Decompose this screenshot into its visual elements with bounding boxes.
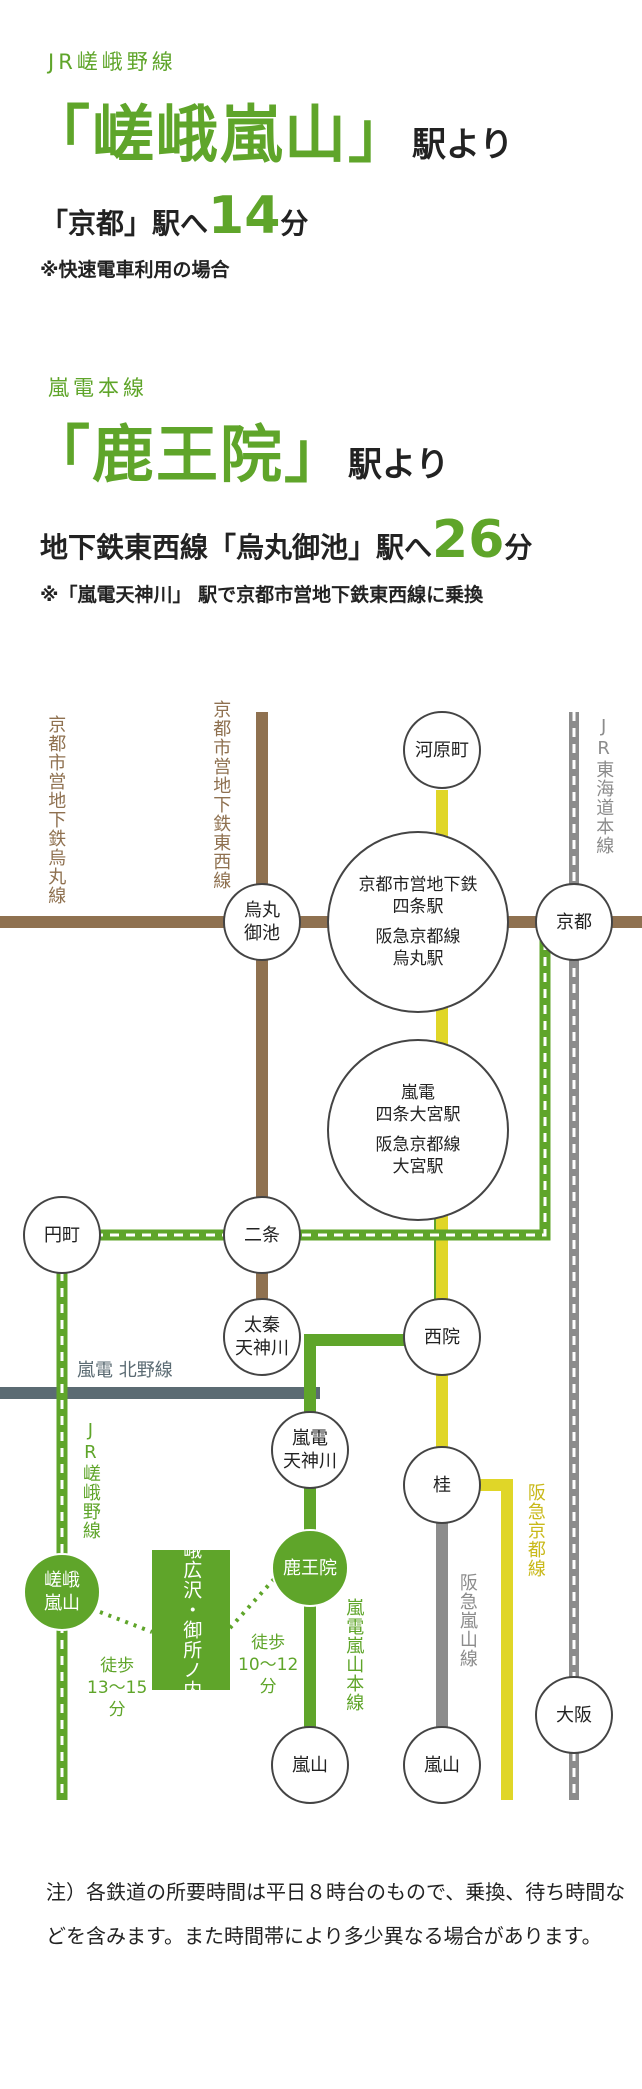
section1-destination: 「京都」駅へ14分 bbox=[40, 186, 308, 246]
station-kyoto-circle bbox=[535, 883, 613, 961]
station-kawaramachi-circle bbox=[403, 711, 481, 789]
section1-minutes-unit: 分 bbox=[280, 207, 309, 240]
station-katsura-label: 桂 bbox=[433, 1474, 451, 1496]
section1-suffix: 駅より bbox=[412, 125, 514, 165]
station-saga-arashiyama-circle bbox=[23, 1553, 101, 1631]
section1-heading: 「嵯峨嵐山」駅より bbox=[28, 84, 513, 174]
station-uzumasa-label: 太秦天神川 bbox=[235, 1314, 289, 1359]
line-label-karasuma: 京都市営地下鉄烏丸線 bbox=[45, 715, 67, 905]
footnote: 注）各鉄道の所要時間は平日８時台のもので、乗換、待ち時間などを含みます。また時間… bbox=[46, 1880, 626, 1948]
station-rokuoin-label: 鹿王院 bbox=[283, 1557, 337, 1579]
station-omiya-label: 嵐電四条大宮駅阪急京都線大宮駅 bbox=[375, 1083, 461, 1178]
station-saiin-label: 西院 bbox=[424, 1326, 460, 1348]
station-sagahirosawa-box bbox=[152, 1550, 230, 1690]
section2-suffix: 駅より bbox=[348, 445, 450, 485]
section1-minutes: 14 bbox=[208, 186, 281, 246]
line-label-hankyu-arashiyama: 阪急嵐山線 bbox=[456, 1572, 478, 1668]
station-hankyu-arashiyama-circle bbox=[403, 1726, 481, 1804]
line-label-kitano: 嵐電 北野線 bbox=[77, 1359, 173, 1381]
station-nijo-label: 二条 bbox=[244, 1224, 280, 1246]
line-label-randen-main: 嵐電嵐山本線 bbox=[343, 1598, 365, 1712]
section2-note: ※「嵐電天神川」 駅で京都市営地下鉄東西線に乗換 bbox=[40, 584, 484, 606]
station-karasuma-oike-circle bbox=[223, 883, 301, 961]
station-osaka-circle bbox=[535, 1676, 613, 1754]
station-shijo-label: 京都市営地下鉄四条駅阪急京都線烏丸駅 bbox=[358, 875, 478, 970]
station-saiin-circle bbox=[403, 1298, 481, 1376]
walk-path-2 bbox=[228, 1576, 277, 1630]
section2-destination-pre: 地下鉄東西線「烏丸御池」駅へ bbox=[40, 531, 433, 564]
station-katsura-circle bbox=[403, 1446, 481, 1524]
station-randen-arashiyama-circle bbox=[271, 1726, 349, 1804]
line-label-tozai: 京都市営地下鉄東西線 bbox=[210, 700, 232, 890]
station-nijo-circle bbox=[223, 1196, 301, 1274]
section1-destination-pre: 「京都」駅へ bbox=[40, 207, 209, 240]
station-sagahirosawa-label: 嵯峨広沢・御所ノ内町 bbox=[180, 1520, 203, 1720]
section1-station: 「嵯峨嵐山」 bbox=[28, 98, 413, 171]
station-uzumasa-circle bbox=[223, 1298, 301, 1376]
station-hankyu-arashiyama-label: 嵐山 bbox=[424, 1754, 460, 1776]
station-osaka-label: 大阪 bbox=[556, 1704, 592, 1726]
station-randen-tenjingawa-label: 嵐電天神川 bbox=[283, 1427, 337, 1472]
section2-line-name: 嵐電本線 bbox=[48, 376, 148, 400]
station-saga-arashiyama-label: 嵯峨嵐山 bbox=[44, 1569, 80, 1614]
station-kyoto-label: 京都 bbox=[556, 911, 592, 933]
section1-note: ※快速電車利用の場合 bbox=[40, 259, 230, 281]
line-label-jr-sagano: JR嵯峨野線 bbox=[79, 1420, 101, 1540]
station-omiya-circle bbox=[327, 1039, 509, 1221]
station-kawaramachi-label: 河原町 bbox=[415, 739, 469, 761]
station-randen-arashiyama-label: 嵐山 bbox=[292, 1754, 328, 1776]
station-emmachi-circle bbox=[23, 1196, 101, 1274]
line-label-jr-tokaido: JR東海道本線 bbox=[593, 715, 615, 855]
station-karasuma-oike-label: 烏丸御池 bbox=[244, 899, 280, 944]
line-label-hankyu-kyoto: 阪急京都線 bbox=[524, 1482, 546, 1578]
station-randen-tenjingawa-circle bbox=[271, 1411, 349, 1489]
station-emmachi-label: 円町 bbox=[44, 1224, 80, 1246]
section2-destination: 地下鉄東西線「烏丸御池」駅へ26分 bbox=[40, 510, 532, 570]
station-shijo-circle bbox=[327, 831, 509, 1013]
section1-line-name: JR嵯峨野線 bbox=[48, 50, 177, 74]
station-rokuoin-circle bbox=[271, 1529, 349, 1607]
section2-minutes-unit: 分 bbox=[504, 531, 533, 564]
section2-heading: 「鹿王院」駅より bbox=[28, 404, 449, 494]
section2-minutes: 26 bbox=[432, 510, 505, 570]
walk-path-1 bbox=[99, 1610, 153, 1634]
section2-station: 「鹿王院」 bbox=[28, 418, 349, 491]
